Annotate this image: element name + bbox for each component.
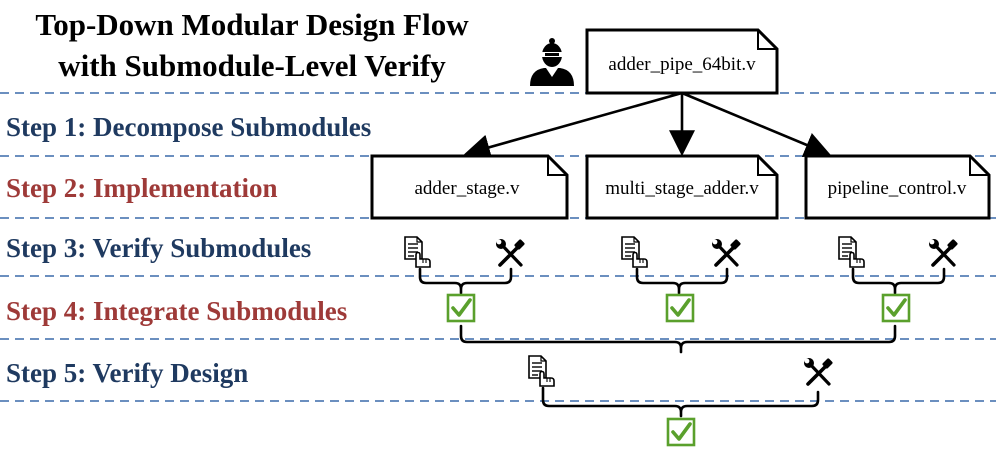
top-file-label: adder_pipe_64bit.v [608, 54, 756, 75]
bracket [541, 386, 820, 418]
checkmark-icon [665, 293, 695, 323]
step-3-label: Step 3: Verify Submodules [6, 233, 311, 263]
testbench-document-icon [838, 236, 865, 268]
checkmark-icon [881, 293, 911, 323]
testbench-document-icon [528, 355, 555, 387]
submodule-label: pipeline_control.v [828, 178, 967, 199]
wrench-screwdriver-icon [494, 237, 527, 267]
submodule-label: adder_stage.v [415, 178, 520, 199]
decompose-arrows [463, 91, 831, 160]
testbench-document-icon [404, 236, 431, 268]
wrench-screwdriver-icon [802, 356, 835, 386]
submodule-node: pipeline_control.v [804, 154, 991, 220]
step-5-label: Step 5: Verify Design [6, 358, 248, 388]
step-4-label: Step 4: Integrate Submodules [6, 296, 347, 326]
wrench-screwdriver-icon [710, 237, 743, 267]
bracket [418, 267, 513, 295]
bracket [635, 267, 729, 295]
bracket [459, 324, 897, 354]
testbench-document-icon [621, 236, 648, 268]
submodule-node: multi_stage_adder.v [585, 154, 779, 220]
title-line-1: Top-Down Modular Design Flow [35, 7, 469, 42]
checkmark-icon [666, 417, 696, 447]
merge-brackets [418, 267, 946, 418]
top-file-node: adder_pipe_64bit.v [585, 28, 779, 95]
submodule-node: adder_stage.v [370, 154, 569, 220]
title-line-2: with Submodule-Level Verify [58, 48, 446, 83]
checkmark-icon [446, 293, 476, 323]
arrow-to-pipeline-control [681, 91, 831, 157]
wrench-screwdriver-icon [927, 237, 960, 267]
arrow-to-adder-stage [463, 91, 683, 160]
step-1-label: Step 1: Decompose Submodules [6, 112, 371, 142]
submodule-label: multi_stage_adder.v [605, 178, 759, 199]
step-2-label: Step 2: Implementation [6, 173, 278, 203]
bracket [851, 267, 946, 295]
user-icon [530, 38, 574, 86]
